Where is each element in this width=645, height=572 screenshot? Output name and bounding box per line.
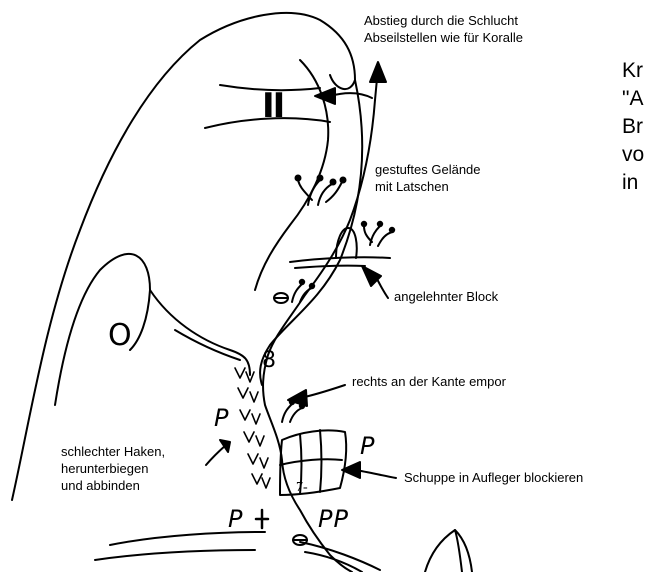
side-text-line: Kr xyxy=(622,58,643,84)
side-text-line: Br xyxy=(622,114,643,140)
arrow-icon xyxy=(315,88,335,104)
label-gestuftes-2: mit Latschen xyxy=(375,179,449,195)
inner-ridge-2 xyxy=(175,330,240,360)
piton-icon xyxy=(256,510,268,528)
bush-icon xyxy=(296,176,346,206)
label-gestuftes-1: gestuftes Gelände xyxy=(375,162,481,178)
book-sketch xyxy=(425,530,462,572)
ii-arrow-shaft xyxy=(330,93,372,98)
pitch-roman: II xyxy=(262,86,283,126)
side-text-line: "A xyxy=(622,86,643,112)
bush-icon xyxy=(282,400,304,422)
inner-ridge xyxy=(150,290,250,375)
label-angelehnter-block: angelehnter Block xyxy=(394,289,498,305)
side-text-block: Kr "A Br vo in xyxy=(622,58,645,238)
bush-icon xyxy=(362,222,394,246)
label-haken-3: und abbinden xyxy=(61,478,140,494)
belay-symbol-8: 8 xyxy=(262,348,276,373)
p-mark-1: P xyxy=(214,404,228,432)
label-schuppe: Schuppe in Aufleger blockieren xyxy=(404,470,583,486)
side-text-line: vo xyxy=(622,142,644,168)
label-abstieg-2: Abseilstellen wie für Koralle xyxy=(364,30,523,46)
schuppe-arrow-shaft xyxy=(355,470,396,478)
p-mark-pp: PP xyxy=(318,505,349,533)
left-hump-outline xyxy=(55,254,150,405)
base-ledge-4 xyxy=(305,552,362,572)
arrow-icon xyxy=(370,62,386,82)
block-ledge-2 xyxy=(295,266,365,268)
base-ledge-3 xyxy=(300,542,380,570)
base-ledge-1 xyxy=(110,532,265,545)
p-mark-2: P xyxy=(360,432,374,460)
label-abstieg-1: Abstieg durch die Schlucht xyxy=(364,13,518,29)
dihedral-ticks xyxy=(235,368,270,488)
belay-symbol-o: O xyxy=(108,318,132,353)
side-text-line: in xyxy=(622,170,638,196)
grade-label: 7- xyxy=(296,480,308,496)
label-haken-2: herunterbiegen xyxy=(61,461,148,477)
rock-outline xyxy=(12,13,355,500)
haken-arrow-shaft xyxy=(206,445,226,465)
label-haken-1: schlechter Haken, xyxy=(61,444,165,460)
base-ledge-2 xyxy=(95,550,255,560)
p-mark-3: P xyxy=(228,505,242,533)
route-line xyxy=(263,100,375,572)
label-rechts-kante: rechts an der Kante empor xyxy=(352,374,506,390)
